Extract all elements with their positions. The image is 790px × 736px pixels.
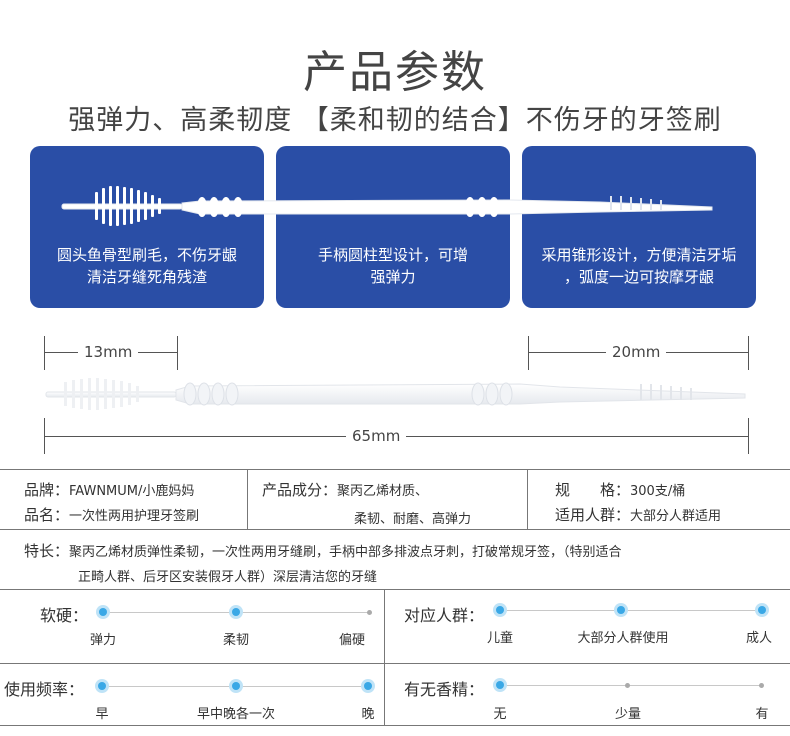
total-length-label: 65mm xyxy=(346,427,407,445)
scale-dot-active xyxy=(758,606,766,614)
scale-dot-active xyxy=(496,606,504,614)
dimension-marker xyxy=(748,336,749,370)
feature-card-handle: 手柄圆柱型设计，可增 强弹力 xyxy=(276,146,510,308)
scale-tick: 柔韧 xyxy=(222,633,249,648)
card-text-line: 强弹力 xyxy=(370,268,416,286)
card-text-line: 圆头鱼骨型刷毛，不伤牙龈 xyxy=(56,246,237,264)
audience-row: 适用人群：大部分人群适用 xyxy=(555,504,721,525)
dimension-marker xyxy=(748,418,749,454)
scale-tick: 早 xyxy=(95,707,109,722)
frequency-label: 使用频率： xyxy=(4,680,85,699)
scale-dot xyxy=(625,683,630,688)
scale-dot-active xyxy=(617,606,625,614)
size-row: 规 格：300支/桶 xyxy=(555,479,685,500)
brush-length-label: 13mm xyxy=(78,343,139,361)
table-divider xyxy=(0,725,790,726)
table-divider xyxy=(384,589,385,725)
dimension-marker xyxy=(44,336,45,370)
page-subtitle: 强弹力、高柔韧度 【柔和韧的结合】不伤牙的牙签刷 xyxy=(68,105,722,136)
card-text-line: 清洁牙缝死角残渣 xyxy=(86,268,207,286)
scale-tick: 弹力 xyxy=(89,633,116,648)
audience-value: 大部分人群适用 xyxy=(630,509,722,524)
feature-label: 特长： xyxy=(24,542,70,560)
brand-value: FAWNMUM/小鹿妈妈 xyxy=(69,484,195,499)
table-divider xyxy=(0,529,790,530)
scale-tick: 儿童 xyxy=(486,631,513,646)
table-divider xyxy=(247,469,248,529)
scale-dot xyxy=(759,683,764,688)
product-name-value: 一次性两用护理牙签刷 xyxy=(69,509,200,524)
scale-tick: 大部分人群使用 xyxy=(577,631,669,646)
card-text-line: 采用锥形设计，方便清洁牙垢 xyxy=(541,246,737,264)
feature-text: 聚丙乙烯材质弹性柔韧，一次性两用牙缝刷，手柄中部多排波点牙刺，打破常规牙签，（特… xyxy=(69,545,622,560)
product-name-label: 品名： xyxy=(24,506,70,524)
size-label: 规 格： xyxy=(555,481,631,499)
feature-row: 特长：聚丙乙烯材质弹性柔韧，一次性两用牙缝刷，手柄中部多排波点牙刺，打破常规牙签… xyxy=(24,540,622,561)
hardness-label: 软硬： xyxy=(40,606,89,625)
scale-dot-active xyxy=(99,608,107,616)
scale-tick: 成人 xyxy=(745,631,772,646)
table-divider xyxy=(0,589,790,590)
brand-row: 品牌：FAWNMUM/小鹿妈妈 xyxy=(24,479,194,500)
dimension-marker xyxy=(528,336,529,370)
feature-card-brush-head: 圆头鱼骨型刷毛，不伤牙龈 清洁牙缝死角残渣 xyxy=(30,146,264,308)
scale-tick: 有 xyxy=(755,707,769,722)
material-row: 产品成分：聚丙乙烯材质、 xyxy=(262,479,428,500)
dimension-marker xyxy=(177,336,178,370)
audience-label: 适用人群： xyxy=(555,506,631,524)
table-divider xyxy=(527,469,528,529)
scale-dot-active xyxy=(98,682,106,690)
table-divider xyxy=(0,663,790,664)
brand-label: 品牌： xyxy=(24,481,70,499)
scale-tick: 早中晚各一次 xyxy=(196,707,275,722)
page-title: 产品参数 xyxy=(303,47,487,98)
scale-dot-active xyxy=(232,682,240,690)
fragrance-label: 有无香精： xyxy=(404,680,485,699)
material-value-cont: 柔韧、耐磨、高弹力 xyxy=(354,512,472,527)
scale-dot xyxy=(367,610,372,615)
scale-tick: 晚 xyxy=(361,707,375,722)
product-name-row: 品名：一次性两用护理牙签刷 xyxy=(24,504,199,525)
scale-tick: 偏硬 xyxy=(338,633,365,648)
scale-dot-active xyxy=(364,682,372,690)
fragrance-track xyxy=(500,685,762,686)
card-text-line: 手柄圆柱型设计，可增 xyxy=(317,246,468,264)
material-label: 产品成分： xyxy=(262,481,338,499)
feature-card-tip: 采用锥形设计，方便清洁牙垢 ，弧度一边可按摩牙龈 xyxy=(522,146,756,308)
tip-length-label: 20mm xyxy=(606,343,667,361)
toothpick-illustration xyxy=(61,186,713,226)
size-value: 300支/桶 xyxy=(630,484,686,499)
scale-tick: 无 xyxy=(493,707,507,722)
feature-text-cont: 正畸人群、后牙区安装假牙人群）深层清洁您的牙缝 xyxy=(78,570,378,585)
audience-scale-label: 对应人群： xyxy=(404,606,485,625)
toothpick-photo xyxy=(45,378,746,410)
material-value: 聚丙乙烯材质、 xyxy=(337,484,429,499)
audience-track xyxy=(500,610,762,611)
scale-dot-active xyxy=(496,681,504,689)
scale-tick: 少量 xyxy=(614,707,641,722)
card-text-line: ，弧度一边可按摩牙龈 xyxy=(563,268,714,286)
scale-dot-active xyxy=(232,608,240,616)
table-divider xyxy=(0,469,790,470)
